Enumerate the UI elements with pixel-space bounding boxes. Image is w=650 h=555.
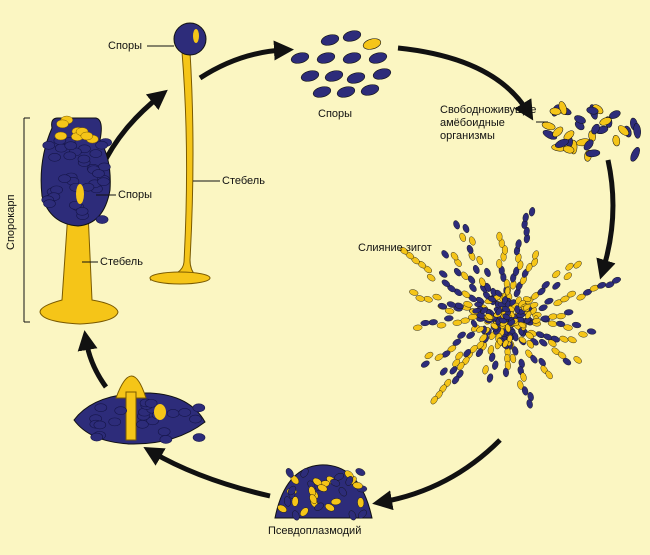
tall-stalk [149,51,209,281]
label-zygote-fusion: Слияние зигот [358,242,432,254]
culminating-mound [73,375,206,445]
label-sporocarp-stalk: Стебель [100,256,143,268]
spore-cluster [290,30,392,98]
label-sporocarp: Спорокарп [5,194,17,251]
label-stalk-tall: Стебель [222,175,265,187]
arrow-sporocarp-to-tall [99,89,168,169]
arrow-fusion-to-pseudoplasmodium [372,438,502,511]
label-amoeboid: Свободноживущие амёбоидные организмы [440,104,537,142]
arrow-spores-to-amoebae [397,45,534,121]
sporocarp-stalk [39,211,119,325]
label-pseudoplasmodium: Псевдоплазмодий [268,525,362,537]
tall-spore-head [173,22,207,56]
arrow-mound-to-sporocarp [77,330,109,389]
label-spores-top: Споры [108,40,143,52]
amoeboid-organisms [541,101,641,162]
arrow-pseudoplasmodium-to-mound [143,446,271,499]
sporocarp-drawing [39,115,119,325]
label-spores-cluster: Споры [318,108,353,120]
arrow-amoebae-to-fusion [596,159,616,280]
pseudoplasmodium-mound [274,464,373,521]
label-sporocarp-spores: Споры [118,189,153,201]
tall-sporophore [149,22,211,285]
tall-stalk-base [149,271,211,285]
leader-lines [23,45,548,323]
zygote-fusion-aggregate [399,207,621,409]
arrow-tall-to-spores [198,40,294,81]
